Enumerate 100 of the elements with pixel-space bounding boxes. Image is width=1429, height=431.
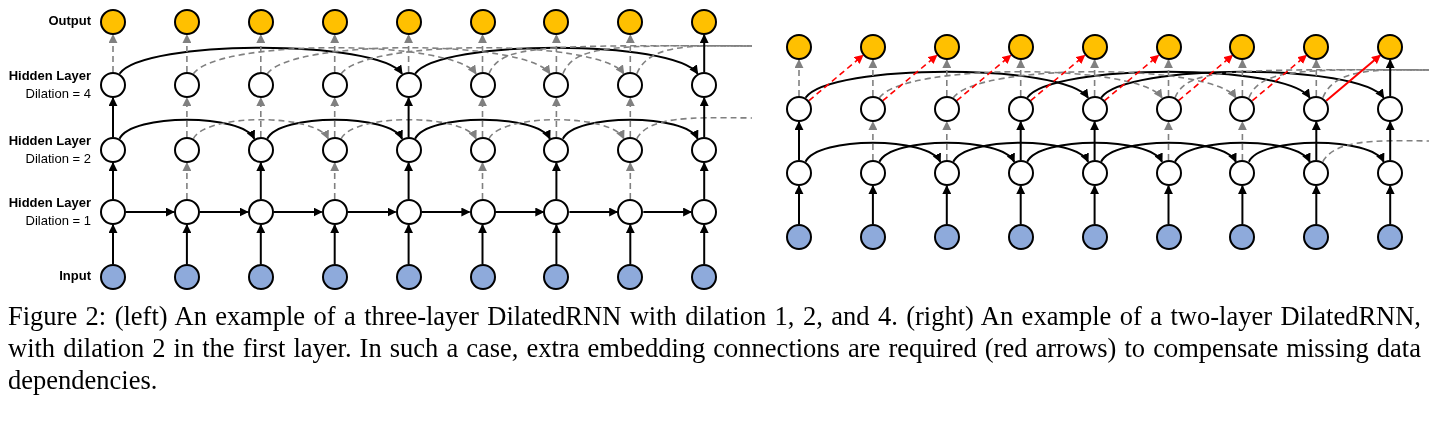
hidden-node <box>691 137 718 163</box>
hidden-node <box>321 72 348 98</box>
arrow <box>330 224 340 265</box>
hidden-node <box>617 199 644 225</box>
arrow <box>404 97 414 138</box>
row-label: Hidden Layer <box>8 133 91 148</box>
arrow <box>625 162 635 200</box>
hidden-node <box>395 72 422 98</box>
arrow <box>878 70 1163 99</box>
input-node <box>617 264 644 290</box>
output-node <box>1155 34 1182 60</box>
arrow <box>1325 54 1382 102</box>
output-node <box>469 9 496 35</box>
connector-line <box>1322 139 1429 163</box>
hidden-node <box>1377 160 1404 186</box>
arrow <box>182 162 192 200</box>
hidden-node <box>691 199 718 225</box>
hidden-node <box>173 72 200 98</box>
arrow <box>330 97 340 138</box>
arrow <box>108 162 118 200</box>
arrow <box>198 207 249 217</box>
input-node <box>1081 224 1108 250</box>
arrow <box>414 118 551 140</box>
arrow <box>942 185 952 225</box>
input-node <box>1229 224 1256 250</box>
hidden-node <box>617 137 644 163</box>
arrow <box>478 97 487 138</box>
arrow <box>625 34 635 73</box>
row-label: Hidden Layer <box>8 68 91 83</box>
arrow <box>256 97 266 138</box>
arrow <box>952 141 1090 163</box>
arrow <box>942 59 952 97</box>
arrow <box>955 54 1012 102</box>
output-node <box>933 34 960 60</box>
arrow <box>1016 59 1026 97</box>
arrow <box>808 54 864 102</box>
hidden-node <box>469 72 496 98</box>
hidden-node <box>543 137 570 163</box>
hidden-node <box>395 137 422 163</box>
arrow <box>878 141 1016 163</box>
input-node <box>1155 224 1182 250</box>
arrow <box>420 207 471 217</box>
arrow <box>404 224 414 265</box>
arrow <box>1026 141 1163 163</box>
figure-caption: Figure 2: (left) An example of a three-layer DilatedRNN with dilation 1, 2, and 4. (right) An example of a two-layer DilatedRNN, with dilation 2 in the first layer. In such a case, extra embedding connections are required (red arrows) to compensate missing data dependencies. <box>8 300 1421 396</box>
hidden-node <box>1377 96 1404 122</box>
output-node <box>1229 34 1256 60</box>
hidden-node <box>100 72 126 98</box>
hidden-node <box>1155 160 1182 186</box>
hidden-node <box>100 137 126 163</box>
arrow <box>118 46 404 75</box>
arrow <box>551 162 561 200</box>
arrow <box>330 162 340 200</box>
arrow <box>794 59 804 97</box>
arrow <box>272 207 323 217</box>
hidden-node <box>173 199 200 225</box>
hidden-node <box>247 199 274 225</box>
hidden-node <box>1081 160 1108 186</box>
hidden-node <box>395 199 422 225</box>
row-label: Input <box>59 268 91 283</box>
input-node <box>543 264 570 290</box>
arrow <box>108 224 118 265</box>
arrow <box>182 34 192 73</box>
arrow <box>330 34 340 73</box>
arrow <box>699 224 709 265</box>
arrow <box>561 118 699 140</box>
arrow <box>478 162 487 200</box>
hidden-node <box>1229 96 1256 122</box>
dilation-label: Dilation = 4 <box>25 86 91 101</box>
arrow <box>108 34 118 73</box>
arrow <box>1029 54 1086 102</box>
arrow <box>551 97 561 138</box>
hidden-node <box>1303 96 1330 122</box>
dilation-label: Dilation = 2 <box>25 151 91 166</box>
input-node <box>1007 224 1034 250</box>
hidden-node <box>469 199 496 225</box>
output-node <box>617 9 644 35</box>
arrow <box>346 207 397 217</box>
arrow <box>404 162 414 200</box>
arrow <box>1026 70 1311 99</box>
hidden-node <box>543 72 570 98</box>
hidden-node <box>933 96 960 122</box>
arrow <box>804 141 942 163</box>
arrow <box>1251 54 1308 102</box>
output-node <box>859 34 886 60</box>
arrow <box>1385 185 1395 225</box>
arrow <box>1164 59 1173 97</box>
arrow <box>488 118 625 140</box>
input-node <box>933 224 960 250</box>
hidden-node <box>100 199 126 225</box>
arrow <box>256 162 266 200</box>
arrow <box>1016 185 1026 225</box>
hidden-node <box>469 137 496 163</box>
hidden-node <box>617 72 644 98</box>
arrow <box>868 121 878 161</box>
input-node <box>1377 224 1404 250</box>
output-node <box>395 9 422 35</box>
hidden-node <box>859 96 886 122</box>
arrow <box>1090 121 1100 161</box>
arrow <box>1164 185 1173 225</box>
